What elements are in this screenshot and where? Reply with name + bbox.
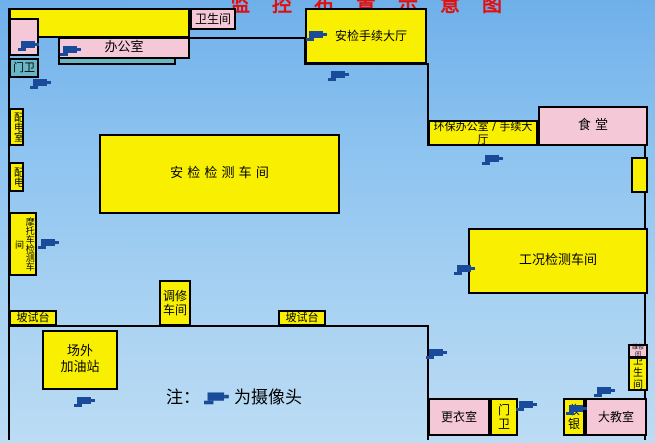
office-corridor — [58, 57, 176, 65]
side-block-right — [631, 157, 648, 193]
gate-bottom: 门 卫 — [490, 398, 518, 436]
locker-room: 更衣室 — [428, 398, 490, 436]
camera-icon — [30, 79, 51, 89]
camera-icon — [38, 239, 59, 249]
power: 配电 — [9, 162, 24, 192]
classroom: 大教室 — [585, 398, 647, 436]
power-room: 配电室 — [9, 108, 24, 146]
camera-icon — [306, 31, 327, 41]
gate-left: 门卫 — [9, 58, 39, 78]
legend-suffix: 为摄像头 — [234, 388, 302, 408]
camera-icon — [426, 349, 447, 359]
camera-icon — [18, 41, 39, 51]
gas-station: 场外 加油站 — [42, 330, 118, 390]
camera-icon — [328, 71, 349, 81]
small-room-label: 维修间 — [628, 344, 648, 358]
camera-icon — [74, 397, 95, 407]
camera-icon — [204, 391, 229, 404]
slope-left: 坡试台 — [9, 310, 57, 326]
safety-workshop: 安 检 检 测 车 间 — [99, 134, 340, 214]
toilet-right: 卫 生 间 — [628, 356, 648, 391]
toilet-top: 卫生间 — [190, 8, 236, 30]
legend: 注： 为摄像头 — [166, 383, 302, 408]
legend-prefix: 注： — [166, 388, 200, 408]
camera-icon — [60, 46, 81, 56]
slope-mid: 坡试台 — [278, 310, 326, 326]
camera-icon — [566, 405, 587, 415]
camera-icon — [482, 155, 503, 165]
camera-icon — [594, 387, 615, 397]
camera-icon — [516, 401, 537, 411]
canteen: 食 堂 — [538, 106, 648, 146]
repair-workshop: 调修 车间 — [159, 280, 191, 326]
condition-workshop: 工况检测车间 — [468, 228, 648, 294]
env-office: 环保办公室 / 手续大厅 — [428, 120, 538, 146]
moto-workshop: 摩托车检测车间 — [9, 212, 37, 276]
camera-icon — [454, 265, 475, 275]
